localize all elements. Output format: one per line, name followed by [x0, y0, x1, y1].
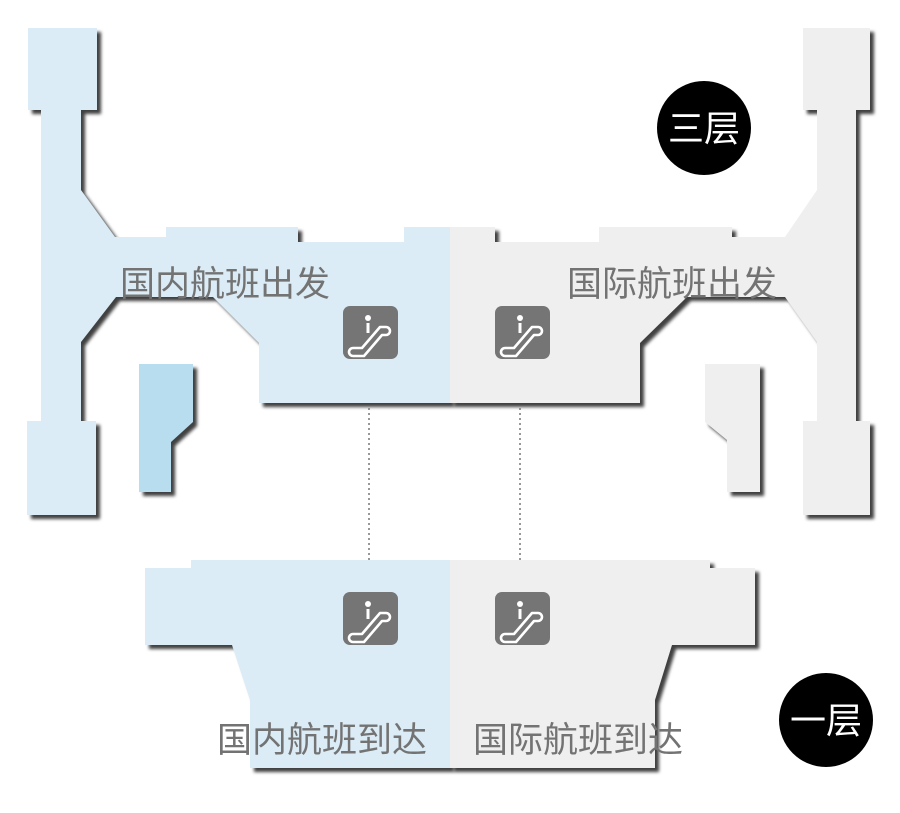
floor3-domestic-departures-area[interactable]	[27, 28, 450, 515]
escalator-icon[interactable]	[493, 304, 552, 361]
floor1-badge: 一层	[779, 673, 873, 767]
floor3-domestic-pier	[139, 364, 193, 492]
floor3-badge-label: 三层	[668, 109, 740, 150]
floor3-domestic-label: 国内航班出发	[120, 265, 330, 305]
escalator-icon[interactable]	[493, 590, 552, 647]
floor1-international-label: 国际航班到达	[473, 721, 683, 761]
floor3-international-label: 国际航班出发	[567, 265, 777, 305]
escalator-icon[interactable]	[341, 304, 400, 361]
escalator-icon[interactable]	[341, 590, 400, 647]
floor3-international-pier	[705, 364, 760, 492]
floor1-domestic-label: 国内航班到达	[217, 721, 427, 761]
floor3-international-departures-area[interactable]	[450, 28, 870, 515]
floor3-badge: 三层	[657, 81, 751, 175]
floor1-badge-label: 一层	[790, 701, 862, 742]
